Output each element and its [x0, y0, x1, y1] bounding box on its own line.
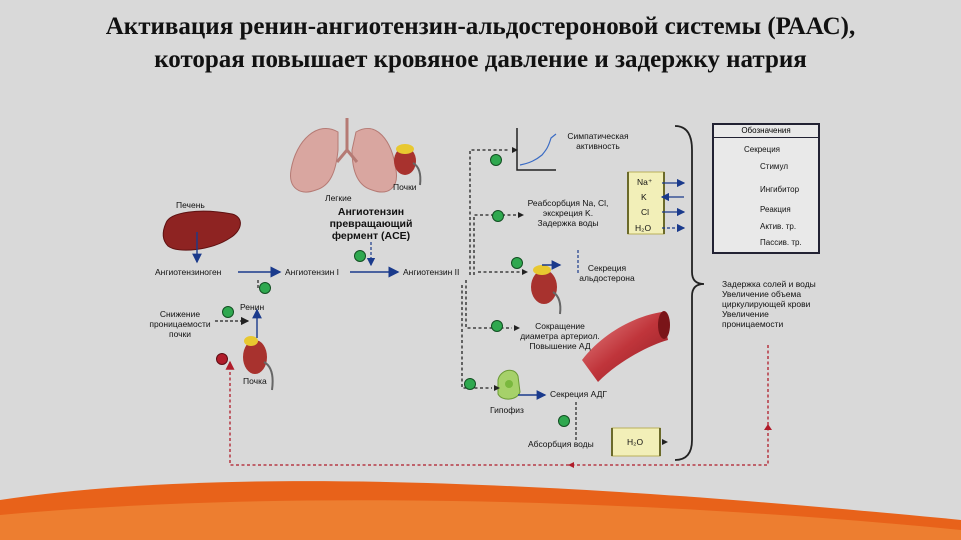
pituitary-image — [497, 369, 521, 400]
feedback-loop — [225, 345, 769, 466]
outcome-brace — [674, 125, 705, 461]
kidney-top-image — [394, 144, 422, 186]
outcome-line-2: Увеличение объема — [722, 289, 802, 299]
legend-item-secretion: Секреция — [744, 145, 781, 154]
low-perm-line-1: Снижение — [159, 309, 201, 319]
label-pituitary: Гипофиз — [490, 405, 524, 415]
sympathetic-graph — [516, 128, 557, 171]
legend-item-reaction: Реакция — [760, 205, 791, 214]
branch-arrowheads — [494, 147, 668, 445]
sympathetic-line-2: активность — [576, 141, 620, 151]
label-low-permeability: Снижение проницаемости почки — [140, 309, 220, 339]
reabs-line-2: экскреция K. — [542, 208, 594, 218]
label-angiotensin-1: Ангиотензин I — [285, 267, 340, 277]
outcome-text: Задержка солей и воды Увеличение объема … — [722, 279, 816, 329]
label-ace: Ангиотензин превращающий фермент (ACE) — [322, 206, 420, 242]
ace-line-1: Ангиотензин — [337, 206, 405, 218]
outcome-line-4: Увеличение — [722, 309, 769, 319]
legend-item-active: Актив. тр. — [760, 222, 797, 231]
ion-cl: Cl — [641, 207, 650, 217]
ion-h2o: H₂O — [635, 223, 652, 233]
ion-panel — [627, 171, 686, 235]
label-liver: Печень — [176, 200, 205, 210]
page-title: Активация ренин-ангиотензин-альдостероно… — [0, 10, 961, 76]
ace-line-3: фермент (ACE) — [331, 230, 411, 242]
outcome-line-5: проницаемости — [722, 319, 784, 329]
label-lungs: Легкие — [325, 193, 352, 203]
legend-item-passive: Пассив. тр. — [760, 238, 802, 247]
legend-item-inhibitor: Ингибитор — [760, 185, 800, 194]
lungs-image — [290, 118, 397, 193]
low-perm-line-2: проницаемости — [149, 319, 211, 329]
label-vasoconstriction: Сокращение диаметра артериол. Повышение … — [510, 321, 610, 351]
blood-vessel-image — [582, 311, 670, 382]
vaso-line-2: диаметра артериол. — [520, 331, 600, 341]
ion-na: Na⁺ — [637, 177, 653, 187]
water-panel — [611, 427, 661, 457]
outcome-line-1: Задержка солей и воды — [722, 279, 816, 289]
ace-line-2: превращающий — [329, 218, 413, 230]
label-renin: Ренин — [240, 302, 265, 312]
liver-image — [162, 210, 241, 251]
reabs-line-3: Задержка воды — [537, 218, 599, 228]
label-reabsorption: Реабсорбция Na, Cl, экскреция K. Задержк… — [518, 198, 618, 228]
label-kidney-left: Почка — [243, 376, 267, 386]
label-sympathetic: Симпатическая активность — [558, 131, 638, 151]
title-line-1: Активация ренин-ангиотензин-альдостероно… — [105, 13, 856, 40]
outcome-line-3: циркулирующей крови — [722, 299, 811, 309]
vaso-line-3: Повышение АД — [529, 341, 591, 351]
sympathetic-line-1: Симпатическая — [567, 131, 629, 141]
title-line-2: которая повышает кровяное давление и зад… — [154, 46, 807, 73]
stimulus-markers — [222, 154, 570, 427]
legend-item-stimulus: Стимул — [760, 162, 788, 171]
low-perm-line-3: почки — [168, 329, 192, 339]
label-angiotensinogen: Ангиотензиноген — [155, 267, 222, 277]
legend-title: Обозначения — [714, 125, 818, 138]
label-angiotensin-2: Ангиотензин II — [403, 267, 460, 277]
vaso-line-1: Сокращение — [535, 321, 585, 331]
label-adh: Секреция АДГ — [550, 389, 607, 399]
label-kidney-top: Почки — [393, 182, 417, 192]
aldo-line-2: альдостерона — [579, 273, 635, 283]
water-box-label: H₂O — [627, 437, 644, 447]
reabs-line-1: Реабсорбция Na, Cl, — [527, 198, 609, 208]
aldo-line-1: Секреция — [587, 263, 627, 273]
kidney-adrenal-image — [531, 265, 562, 315]
ion-k: K — [641, 192, 647, 202]
inhibitor-marker — [216, 353, 228, 365]
label-aldosterone: Секреция альдостерона — [572, 263, 642, 283]
label-water-absorption: Абсорбция воды — [528, 439, 594, 449]
kidney-left-image — [243, 336, 274, 391]
legend-box: Обозначения Секреция Стимул Ингибитор Ре… — [712, 123, 820, 254]
